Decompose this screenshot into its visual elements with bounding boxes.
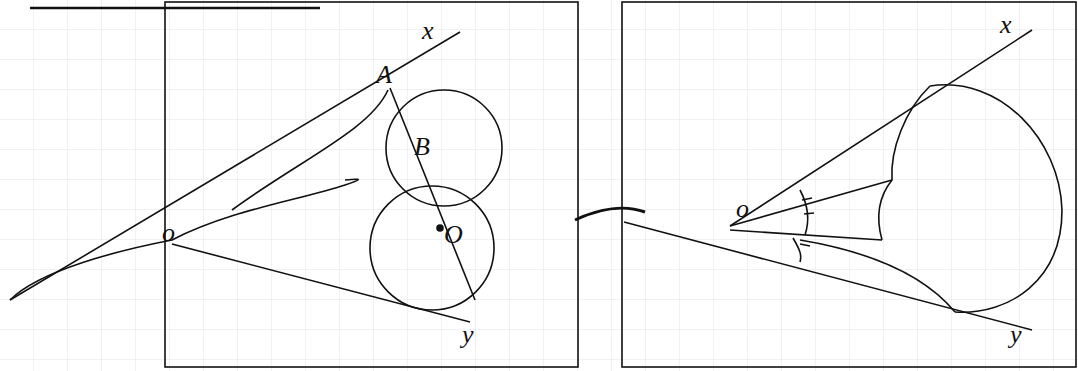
point-label: x [1000,12,1012,38]
point-label: B [414,134,430,160]
point-label: O [444,222,463,248]
point-label: y [462,322,474,348]
point-label: A [376,62,392,88]
point-label: x [422,18,434,44]
point-label: y [1010,322,1022,348]
point-label: o [736,196,749,222]
point-label: o [162,220,175,246]
